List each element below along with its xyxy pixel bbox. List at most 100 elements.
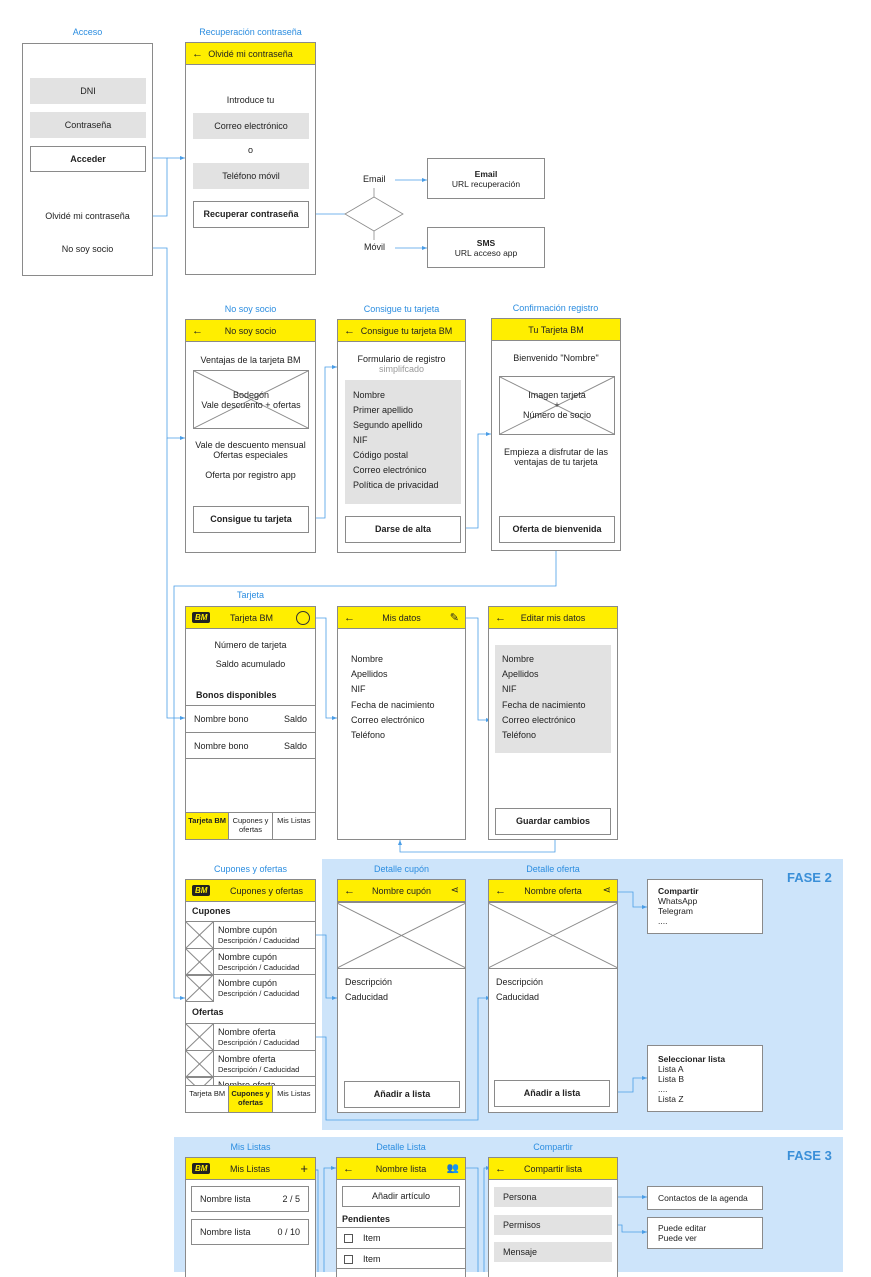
back-arrow-icon[interactable]: ← <box>192 48 203 60</box>
persona-field[interactable]: Persona <box>494 1187 612 1207</box>
misdatos-header: ← Mis datos ✎ <box>338 607 465 629</box>
back-arrow-icon[interactable]: ← <box>344 325 355 337</box>
bono-row[interactable]: Nombre bono Saldo <box>186 732 315 759</box>
share-icon[interactable]: ⋖ <box>450 885 459 896</box>
phone-field[interactable]: Teléfono móvil <box>193 163 309 189</box>
detallecupon-header: ← Nombre cupón ⋖ <box>338 880 465 902</box>
label-consigue: Consigue tu tarjeta <box>363 304 440 314</box>
back-arrow-icon[interactable]: ← <box>192 325 203 337</box>
pending-heading: Pendientes <box>342 1214 391 1224</box>
share-users-icon[interactable]: 👥 <box>446 1163 459 1174</box>
form-field-label[interactable]: Política de privacidad <box>353 480 439 490</box>
email-field[interactable]: Correo electrónico <box>193 113 309 139</box>
share-option[interactable]: Telegram <box>658 906 693 916</box>
edit-field-label[interactable]: Nombre <box>502 654 535 664</box>
screen-tarjeta: BM Tarjeta BM Número de tarjeta Saldo ac… <box>185 606 316 840</box>
recover-password-button[interactable]: Recuperar contraseña <box>193 201 309 228</box>
checkbox-icon[interactable] <box>344 1255 353 1264</box>
email-result-sub: URL recuperación <box>451 179 521 189</box>
back-arrow-icon[interactable]: ← <box>343 1163 354 1175</box>
tab-listas[interactable]: Mis Listas <box>271 1086 315 1112</box>
edit-field-label[interactable]: Apellidos <box>502 669 539 680</box>
editar-title: Editar mis datos <box>520 613 586 623</box>
list-row[interactable]: Nombre lista 0 / 10 <box>191 1219 309 1245</box>
tab-listas[interactable]: Mis Listas <box>271 813 315 839</box>
user-profile-icon[interactable] <box>296 611 310 625</box>
tab-tarjeta[interactable]: Tarjeta BM <box>189 1089 226 1098</box>
back-arrow-icon[interactable]: ← <box>344 885 355 897</box>
share-icon[interactable]: ⋖ <box>602 885 611 896</box>
permission-option[interactable]: Puede editar <box>658 1223 707 1233</box>
add-list-icon[interactable]: + <box>300 1161 308 1176</box>
ventajas-text: Ventajas de la tarjeta BM <box>200 355 301 365</box>
permission-option[interactable]: Puede ver <box>658 1233 697 1243</box>
confirmacion-title: Tu Tarjeta BM <box>528 325 584 335</box>
detallecupon-title: Nombre cupón <box>371 886 432 896</box>
form-field-label[interactable]: Segundo apellido <box>353 420 423 430</box>
form-field-label[interactable]: NIF <box>353 435 368 445</box>
list-item[interactable]: Item <box>337 1248 465 1269</box>
movil-branch-label: Móvil <box>364 242 386 252</box>
back-arrow-icon[interactable]: ← <box>495 1163 506 1175</box>
form-field-label[interactable]: Código postal <box>353 450 409 460</box>
detalleoferta-title: Nombre oferta <box>524 886 582 896</box>
back-arrow-icon[interactable]: ← <box>495 885 506 897</box>
tab-cupones[interactable]: Cupones y ofertas <box>228 1086 272 1112</box>
dni-field[interactable]: DNI <box>30 78 146 104</box>
bodegon-image-placeholder: Bodegón Vale descuento + ofertas <box>193 370 309 429</box>
item-text: Item <box>363 1233 381 1243</box>
forgot-password-link[interactable]: Olvidé mi contraseña <box>45 211 130 221</box>
back-arrow-icon[interactable]: ← <box>495 612 506 624</box>
guardar-button[interactable]: Guardar cambios <box>495 808 611 835</box>
oferta-bienvenida-button[interactable]: Oferta de bienvenida <box>499 516 615 543</box>
list-item[interactable]: Item <box>337 1227 465 1248</box>
edit-field-label[interactable]: Correo electrónico <box>502 714 576 725</box>
permisos-field[interactable]: Permisos <box>494 1215 612 1235</box>
checkbox-icon[interactable] <box>344 1234 353 1243</box>
not-member-link[interactable]: No soy socio <box>61 244 114 254</box>
add-item-button[interactable]: Añadir artículo <box>342 1186 460 1207</box>
ofertas-especiales-text: Ofertas especiales <box>213 450 288 460</box>
form-field-label[interactable]: Correo electrónico <box>353 465 427 475</box>
intro-text: Introduce tu <box>226 95 275 105</box>
list-option: .... <box>658 1084 668 1094</box>
mensaje-field[interactable]: Mensaje <box>494 1242 612 1262</box>
item-description: Descripción / Caducidad <box>218 1038 300 1047</box>
tab-cupones[interactable]: Cupones y ofertas <box>228 813 271 839</box>
form-field-label[interactable]: Primer apellido <box>353 405 414 415</box>
edit-field-label[interactable]: NIF <box>502 684 517 695</box>
add-to-list-button[interactable]: Añadir a lista <box>494 1080 610 1107</box>
item-description: Descripción / Caducidad <box>218 989 300 998</box>
list-option[interactable]: Lista Z <box>658 1094 684 1104</box>
select-list-title: Seleccionar lista <box>658 1054 726 1064</box>
list-row[interactable]: Nombre lista 2 / 5 <box>191 1186 309 1212</box>
consigue-tarjeta-button[interactable]: Consigue tu tarjeta <box>193 506 309 533</box>
edit-pencil-icon[interactable]: ✎ <box>449 612 459 624</box>
password-field[interactable]: Contraseña <box>30 112 146 138</box>
label-detallelista: Detalle Lista <box>376 1142 426 1152</box>
back-arrow-icon[interactable]: ← <box>344 612 355 624</box>
edit-field-label[interactable]: Fecha de nacimiento <box>502 699 586 710</box>
share-options-box: Compartir WhatsApp Telegram .... <box>647 879 763 934</box>
list-option[interactable]: Lista B <box>658 1074 684 1084</box>
edit-field-label[interactable]: Teléfono <box>502 730 537 740</box>
sms-result-box: SMS URL acceso app <box>427 227 545 268</box>
edit-fields-block <box>495 645 611 753</box>
darse-alta-button[interactable]: Darse de alta <box>345 516 461 543</box>
offer-description: Descripción <box>496 977 544 987</box>
form-fields-block <box>345 380 461 504</box>
card-image-placeholder: Imagen tarjeta + Número de socio <box>499 376 615 435</box>
form-field-label[interactable]: Nombre <box>353 390 386 400</box>
acceder-button[interactable]: Acceder <box>30 146 146 172</box>
bono-row[interactable]: Nombre bono Saldo <box>186 705 315 732</box>
share-option[interactable]: WhatsApp <box>658 896 698 906</box>
add-to-list-button[interactable]: Añadir a lista <box>344 1081 460 1108</box>
tab-tarjeta[interactable]: Tarjeta BM <box>186 813 229 839</box>
list-option[interactable]: Lista A <box>658 1064 684 1074</box>
